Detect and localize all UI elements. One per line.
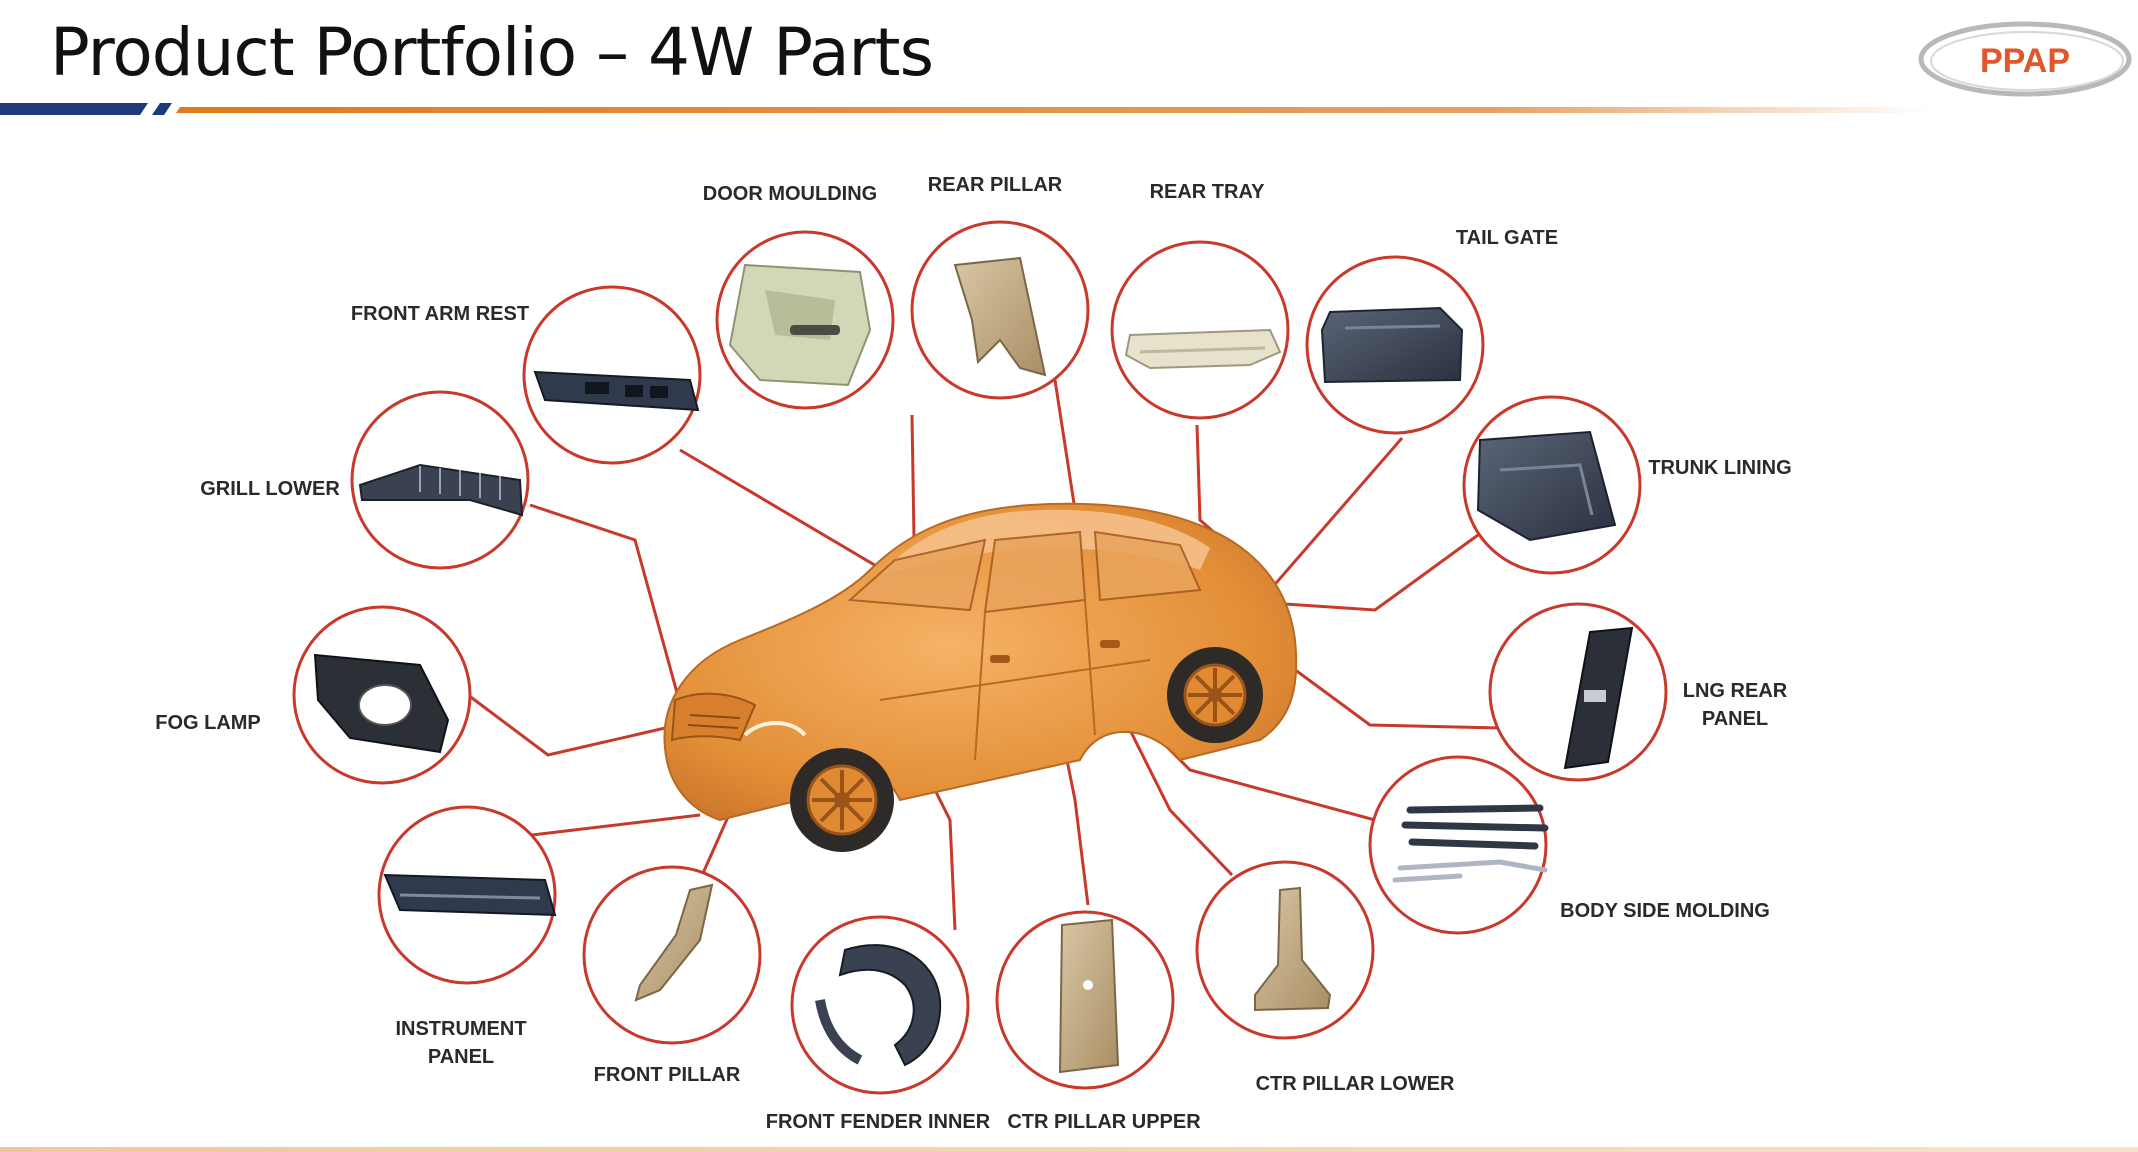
front-fender-inner-image: [815, 944, 942, 1067]
circle-rear-tray: [1110, 240, 1290, 420]
label-door-moulding: DOOR MOULDING: [702, 183, 878, 205]
label-front-fender-inner: FRONT FENDER INNER: [765, 1111, 991, 1133]
rear-tray-image: [1124, 328, 1282, 370]
label-front-arm-rest: FRONT ARM REST: [350, 303, 530, 325]
label-lng-rear-panel: LNG REAR PANEL: [1682, 680, 1788, 730]
ctr-pillar-upper-image: [1058, 918, 1120, 1074]
fog-lamp-image: [313, 653, 450, 754]
front-pillar-image: [634, 883, 714, 1002]
lng-rear-panel-image: [1563, 626, 1634, 770]
connector-grill-lower: [529, 503, 692, 741]
instrument-panel-image: [383, 873, 557, 917]
page-title: Product Portfolio – 4W Parts: [50, 14, 934, 91]
trunk-lining-image: [1476, 430, 1617, 542]
label-front-pillar: FRONT PILLAR: [593, 1064, 741, 1086]
car-illustration: [663, 502, 1298, 852]
grill-lower-image: [358, 463, 524, 517]
connector-tail-gate: [1268, 437, 1404, 591]
connector-instrument-panel: [531, 813, 701, 837]
header-accent-bar: [0, 103, 1930, 115]
label-rear-pillar: REAR PILLAR: [927, 174, 1063, 196]
ctr-pillar-lower-image: [1254, 886, 1332, 1012]
label-instrument-panel: INSTRUMENT PANEL: [395, 1018, 527, 1068]
rear-pillar-image: [953, 256, 1047, 377]
label-fog-lamp: FOG LAMP: [155, 712, 261, 734]
footer-accent-line: [0, 1147, 2138, 1152]
tail-gate-image: [1320, 306, 1464, 384]
connector-lng-rear-panel: [1274, 653, 1501, 730]
ppap-logo: PPAP: [1915, 18, 2135, 100]
label-body-side-molding: BODY SIDE MOLDING: [1560, 900, 1770, 922]
front-arm-rest-image: [533, 370, 700, 412]
label-trunk-lining: TRUNK LINING: [1648, 457, 1792, 479]
label-ctr-pillar-upper: CTR PILLAR UPPER: [1007, 1111, 1201, 1133]
body-side-molding-image: [1392, 804, 1549, 883]
connector-fog-lamp: [467, 693, 701, 757]
door-moulding-image: [728, 263, 872, 387]
part-images: [313, 256, 1634, 1074]
logo-text: PPAP: [1980, 42, 2070, 80]
label-ctr-pillar-lower: CTR PILLAR LOWER: [1255, 1073, 1455, 1095]
label-tail-gate: TAIL GATE: [1455, 227, 1559, 249]
label-rear-tray: REAR TRAY: [1149, 181, 1265, 203]
connector-front-arm-rest: [679, 448, 901, 582]
label-grill-lower: GRILL LOWER: [200, 478, 340, 500]
ppap-logo-graphic: PPAP: [1918, 21, 2132, 97]
